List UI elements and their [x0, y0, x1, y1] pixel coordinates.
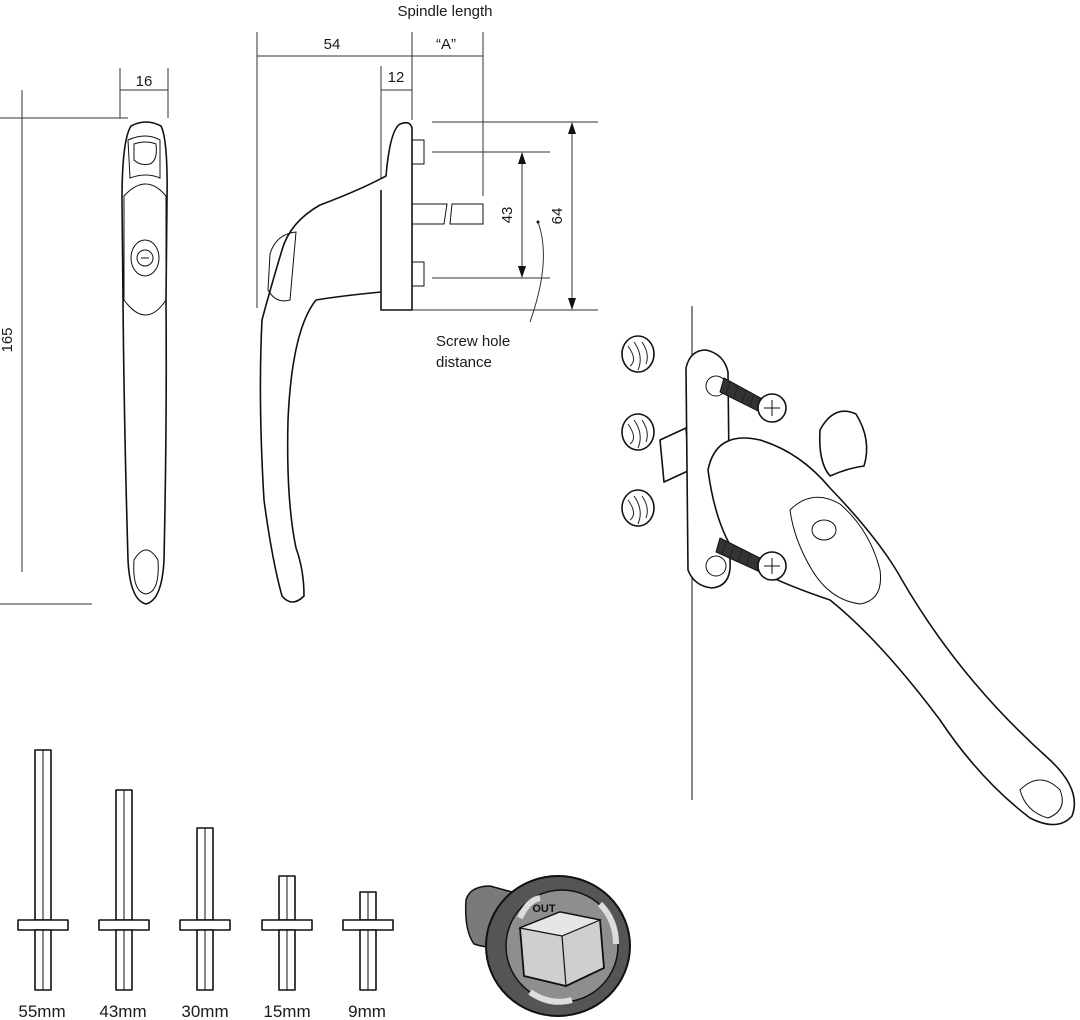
cam-out-marking: OUT: [532, 903, 556, 915]
spindle-15mm: [261, 875, 313, 991]
screw-hole-distance-label-2: distance: [436, 354, 492, 371]
dim-54-label: 54: [324, 36, 341, 53]
frame-hole-icon: [621, 413, 655, 451]
dim-a-label: “A”: [436, 36, 456, 53]
spindle-9mm: [342, 891, 394, 991]
dim-43-label: 43: [499, 207, 516, 224]
dim-64-label: 64: [549, 208, 566, 225]
screw-hole-distance-label-1: Screw hole: [436, 333, 510, 350]
frame-hole-icon: [621, 335, 655, 373]
dim-12-label: 12: [388, 69, 405, 86]
screw-icon: [715, 537, 787, 581]
spindle-label: 43mm: [99, 1002, 146, 1020]
spindle-30mm: [179, 827, 231, 991]
spindle-label: 30mm: [181, 1002, 228, 1020]
spindle-set: 55mm 43mm 30mm 15mm 9mm: [17, 749, 394, 1020]
screw-icon: [719, 377, 787, 423]
dim-16-label: 16: [136, 73, 153, 90]
key-lock-icon: [811, 519, 837, 541]
cover-cap-icon: [818, 410, 868, 477]
dim-165-label: 165: [0, 327, 16, 352]
spindle-55mm: [17, 749, 69, 991]
cam-adaptor-icon: OUT: [464, 875, 631, 1017]
key-lock-icon: [136, 249, 154, 267]
front-view-handle: 16 165: [0, 68, 169, 605]
spindle-length-label: Spindle length: [397, 3, 492, 20]
spindle-label: 9mm: [348, 1002, 386, 1020]
spindle-label: 55mm: [18, 1002, 65, 1020]
frame-hole-icon: [621, 489, 655, 527]
exploded-perspective-view: [621, 306, 1076, 826]
spindle-43mm: [98, 789, 150, 991]
spindle-label: 15mm: [263, 1002, 310, 1020]
side-view-handle: Spindle length 54 “A” 12 43 64: [256, 3, 598, 603]
